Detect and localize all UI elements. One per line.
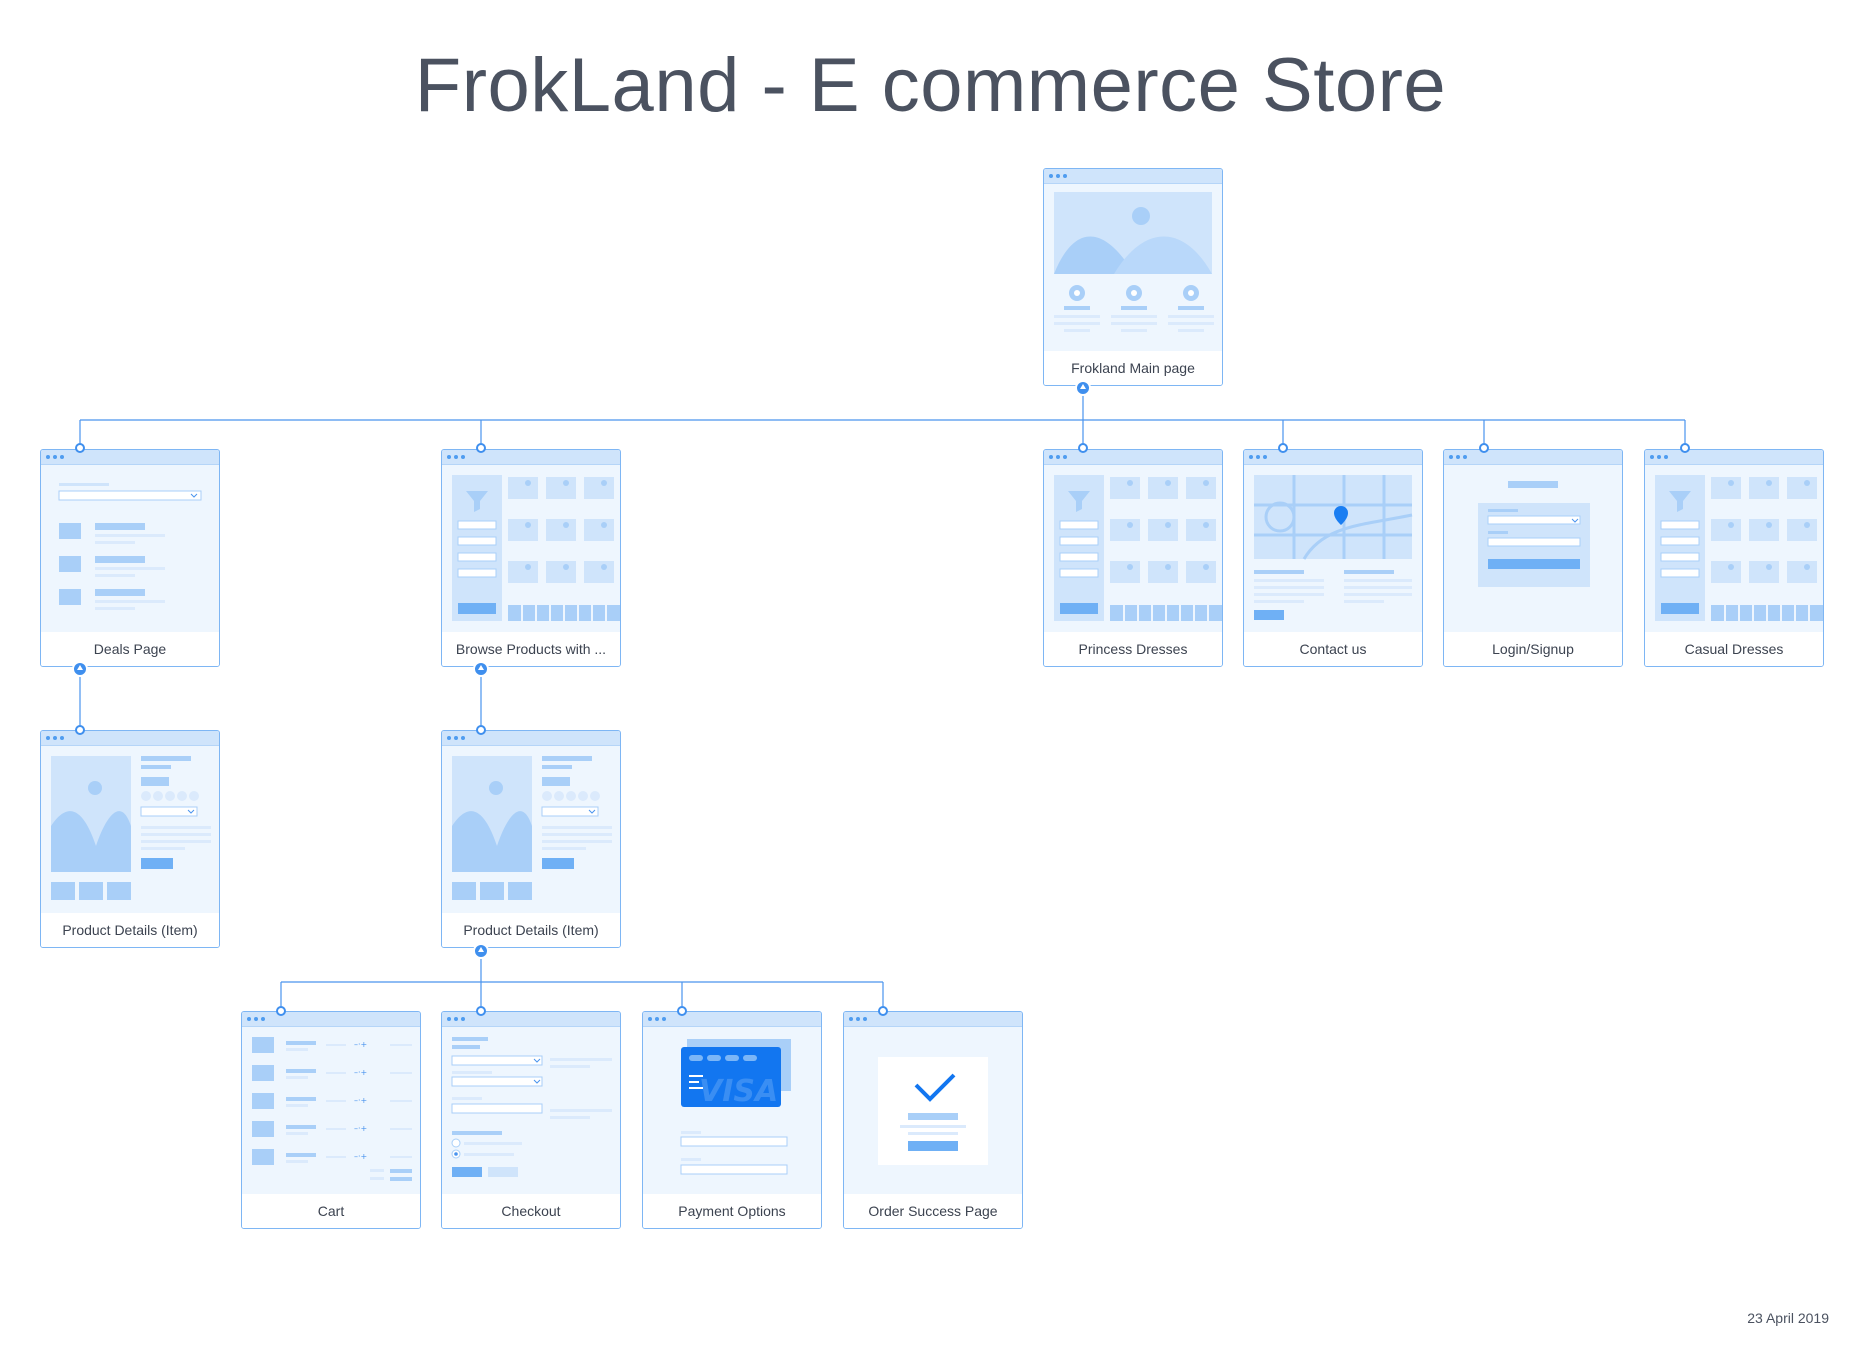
screen-login-signup[interactable]: Login/Signup [1443, 449, 1623, 667]
screen-label: Cart [242, 1194, 420, 1228]
connector-pin-icon [1078, 443, 1088, 453]
visa-card-icon: VISA [680, 1039, 791, 1175]
screen-label: Contact us [1244, 632, 1422, 666]
collapse-node-icon[interactable] [72, 661, 88, 677]
filter-icon [1669, 491, 1691, 512]
screen-contact-us[interactable]: Contact us [1243, 449, 1423, 667]
svg-text:–·+: –·+ [354, 1152, 367, 1161]
screen-label: Payment Options [643, 1194, 821, 1228]
map-pin-icon [1334, 506, 1348, 525]
list-wireframe-icon [58, 483, 202, 610]
screen-label: Product Details (Item) [442, 913, 620, 947]
screen-casual-dresses[interactable]: Casual Dresses [1644, 449, 1824, 667]
collapse-node-icon[interactable] [473, 661, 489, 677]
screen-label: Checkout [442, 1194, 620, 1228]
connector-pin-icon [1479, 443, 1489, 453]
screen-label: Frokland Main page [1044, 351, 1222, 385]
document-date: 23 April 2019 [1747, 1310, 1829, 1326]
screen-label: Login/Signup [1444, 632, 1622, 666]
connector-pin-icon [878, 1006, 888, 1016]
svg-text:–·+: –·+ [354, 1124, 367, 1133]
screen-product-details-browse[interactable]: Product Details (Item) [441, 730, 621, 948]
connector-pin-icon [75, 725, 85, 735]
screen-order-success[interactable]: Order Success Page [843, 1011, 1023, 1229]
svg-text:–·+: –·+ [354, 1068, 367, 1077]
filter-icon [1068, 491, 1090, 512]
connector-pin-icon [476, 1006, 486, 1016]
product-detail-wireframe-icon [51, 756, 211, 900]
collapse-node-icon[interactable] [473, 943, 489, 959]
screen-product-details-deals[interactable]: Product Details (Item) [40, 730, 220, 948]
checkout-form-wireframe-icon [451, 1037, 612, 1177]
order-success-wireframe-icon [878, 1057, 988, 1165]
svg-text:–·+: –·+ [354, 1096, 367, 1105]
screen-label: Order Success Page [844, 1194, 1022, 1228]
screen-cart[interactable]: –·+ –·+ –·+ –·+ –·+ Cart [241, 1011, 421, 1229]
screen-deals-page[interactable]: Deals Page [40, 449, 220, 667]
screen-label: Product Details (Item) [41, 913, 219, 947]
connector-pin-icon [677, 1006, 687, 1016]
filter-grid-wireframe-icon [1054, 475, 1222, 621]
login-form-wireframe-icon [1478, 481, 1590, 587]
collapse-node-icon[interactable] [1075, 380, 1091, 396]
screen-browse-products[interactable]: Browse Products with ... [441, 449, 621, 667]
product-detail-wireframe-icon [452, 756, 612, 900]
page-title: FrokLand - E commerce Store [414, 43, 1447, 128]
connector-pin-icon [1680, 443, 1690, 453]
cart-list-wireframe-icon: –·+ –·+ –·+ –·+ –·+ [252, 1037, 412, 1181]
connector-pin-icon [75, 443, 85, 453]
svg-text:VISA: VISA [699, 1074, 778, 1109]
screen-princess-dresses[interactable]: Princess Dresses [1043, 449, 1223, 667]
screen-label: Princess Dresses [1044, 632, 1222, 666]
screen-checkout[interactable]: Checkout [441, 1011, 621, 1229]
filter-grid-wireframe-icon [1655, 475, 1823, 621]
screen-label: Casual Dresses [1645, 632, 1823, 666]
connector-pin-icon [1278, 443, 1288, 453]
screen-main-page[interactable]: Frokland Main page [1043, 168, 1223, 386]
map-wireframe-icon [1254, 475, 1413, 620]
connector-pin-icon [476, 725, 486, 735]
hero-wireframe-icon [1054, 192, 1214, 332]
svg-text:–·+: –·+ [354, 1040, 367, 1049]
screen-payment-options[interactable]: VISA Payment Options [642, 1011, 822, 1229]
checkmark-icon [914, 1073, 956, 1102]
filter-icon [466, 491, 488, 512]
filter-grid-wireframe-icon [452, 475, 620, 621]
screen-label: Browse Products with ... [442, 632, 620, 666]
connector-pin-icon [276, 1006, 286, 1016]
screen-label: Deals Page [41, 632, 219, 666]
connector-pin-icon [476, 443, 486, 453]
